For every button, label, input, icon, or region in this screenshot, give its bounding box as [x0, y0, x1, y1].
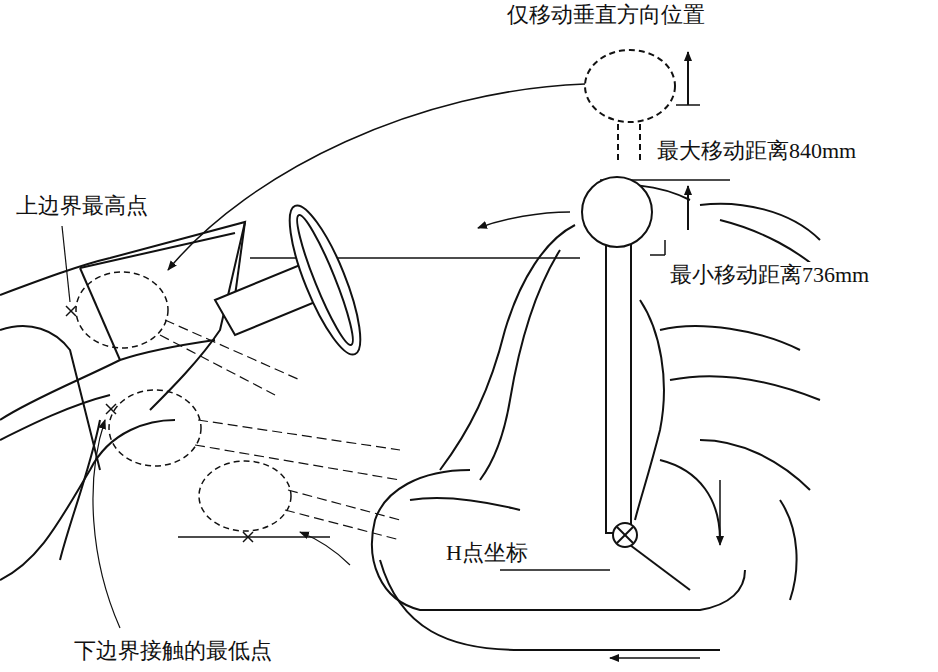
annotation-label: 上边界最高点	[14, 193, 150, 218]
annotation-label: 下边界接触的最低点	[72, 638, 274, 663]
annotation-label: 仅移动垂直方向位置	[505, 2, 707, 27]
annotation-label: H点坐标	[444, 540, 530, 565]
annotation-label: 最小移动距离736mm	[668, 262, 871, 287]
annotation-label: 最大移动距离840mm	[655, 138, 858, 163]
